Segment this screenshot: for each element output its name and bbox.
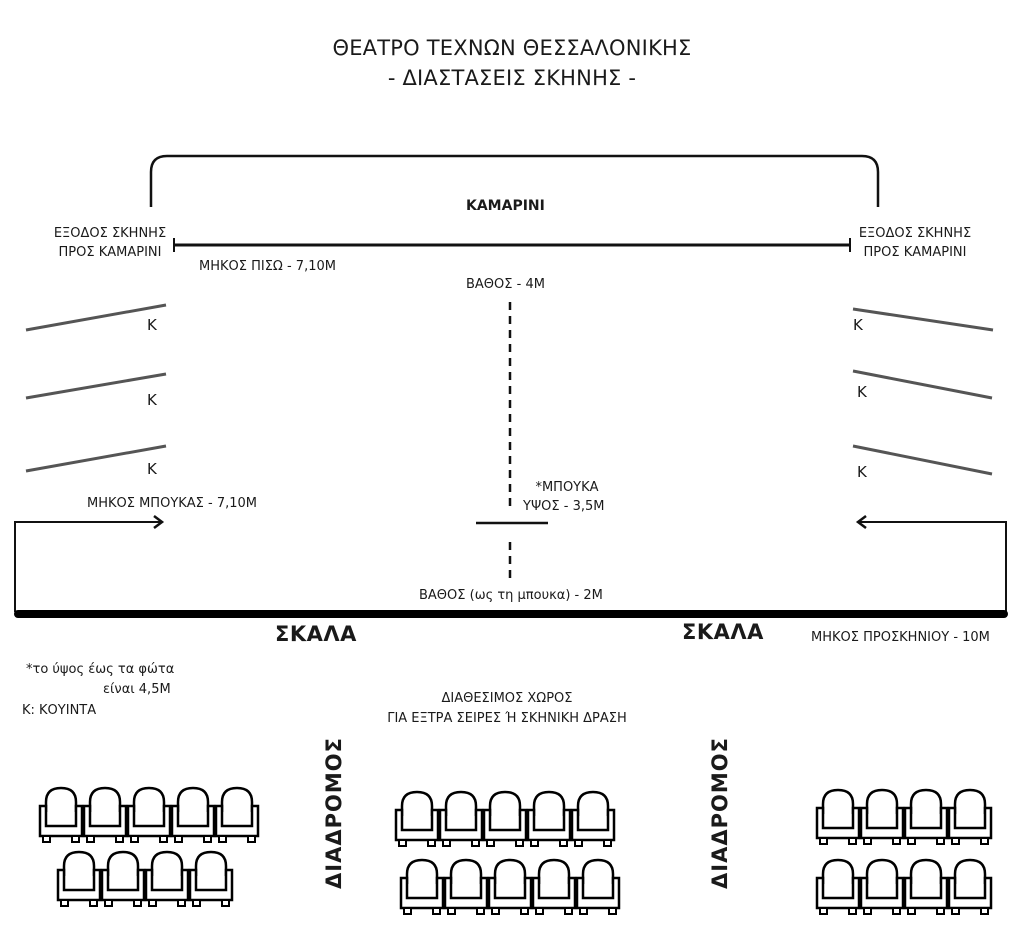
stairs-right-label: ΣΚΑΛΑ [682, 620, 764, 644]
seat-icon [443, 858, 489, 915]
lights-height-note-line-2: είναι 4,5Μ [103, 682, 171, 697]
wing-right-3 [852, 444, 993, 476]
wing-marker-left-2: Κ [147, 391, 157, 409]
aisle-right-label: ΔΙΑΔΡΟΜΟΣ [708, 737, 732, 889]
arch-length-label: ΜΗΚΟΣ ΜΠΟΥΚΑΣ - 7,10Μ [87, 496, 258, 511]
wings-right [852, 307, 994, 476]
legend-wings: Κ: ΚΟΥΙΝΤΑ [22, 703, 97, 718]
seat-icon [903, 858, 949, 915]
seat-icon [487, 858, 533, 915]
stairs-left-label: ΣΚΑΛΑ [275, 622, 357, 646]
wings-left [25, 303, 167, 473]
backstage-label: ΚΑΜΑΡΙΝΙ [466, 198, 545, 214]
title-line-2: - ΔΙΑΣΤΑΣΕΙΣ ΣΚΗΝΗΣ - [387, 66, 637, 90]
seat-icon [82, 786, 128, 843]
seat-icon [56, 850, 102, 907]
seat-icon [903, 788, 949, 845]
seat-icon [126, 786, 172, 843]
seat-icon [815, 788, 861, 845]
seat-icon [859, 858, 905, 915]
seat-icon [526, 790, 572, 847]
seat-icon [100, 850, 146, 907]
seat-icon [214, 786, 260, 843]
wing-marker-left-1: Κ [147, 316, 157, 334]
forestage-length-label: ΜΗΚΟΣ ΠΡΟΣΚΗΝΙΟΥ - 10Μ [811, 630, 990, 645]
seat-icon [947, 788, 993, 845]
seat-icon [188, 850, 234, 907]
seating-area [38, 786, 993, 915]
seat-icon [947, 858, 993, 915]
arch-height-label: ΥΨΟΣ - 3,5Μ [523, 499, 605, 514]
depth-label: ΒΑΘΟΣ - 4Μ [466, 277, 545, 292]
arrow-right-icon [153, 515, 165, 529]
free-space-line-1: ΔΙΑΘΕΣΙΜΟΣ ΧΩΡΟΣ [441, 691, 573, 706]
wing-marker-right-3: Κ [857, 463, 867, 481]
backstage-outline [149, 154, 880, 207]
arch-note-label: *ΜΠΟΥΚΑ [535, 480, 599, 495]
seat-icon [144, 850, 190, 907]
wing-right-1 [852, 307, 994, 332]
seat-icon [570, 790, 616, 847]
wing-left-2 [25, 372, 167, 400]
depth-to-arch-label: ΒΑΘΟΣ (ως τη μπουκα) - 2Μ [419, 588, 603, 603]
seat-icon [531, 858, 577, 915]
exit-left-line-1: ΕΞΟΔΟΣ ΣΚΗΝΗΣ [53, 226, 167, 241]
lights-height-note-line-1: *το ύψος έως τα φώτα [26, 662, 175, 677]
seat-icon [399, 858, 445, 915]
exit-right-line-2: ΠΡΟΣ ΚΑΜΑΡΙΝΙ [863, 245, 967, 260]
seat-icon [859, 788, 905, 845]
exit-right-line-1: ΕΞΟΔΟΣ ΣΚΗΝΗΣ [858, 226, 972, 241]
back-length-label: ΜΗΚΟΣ ΠΙΣΩ - 7,10Μ [199, 259, 336, 274]
exit-left-line-2: ΠΡΟΣ ΚΑΜΑΡΙΝΙ [58, 245, 162, 260]
wing-marker-right-1: Κ [853, 316, 863, 334]
wing-marker-right-2: Κ [857, 383, 867, 401]
seat-icon [575, 858, 621, 915]
arrow-left-icon [855, 515, 867, 529]
arch-bracket-left [14, 521, 160, 612]
seat-icon [394, 790, 440, 847]
free-space-line-2: ΓΙΑ ΕΞΤΡΑ ΣΕΙΡΕΣ Ή ΣΚΗΝΙΚΗ ΔΡΑΣΗ [387, 711, 627, 726]
wing-right-2 [852, 369, 993, 400]
arch-bracket-right [860, 521, 1007, 612]
wing-left-3 [25, 444, 167, 473]
wing-marker-left-3: Κ [147, 460, 157, 478]
seat-icon [815, 858, 861, 915]
seat-icon [38, 786, 84, 843]
title-line-1: ΘΕΑΤΡΟ ΤΕΧΝΩΝ ΘΕΣΣΑΛΟΝΙΚΗΣ [332, 36, 692, 60]
seat-icon [482, 790, 528, 847]
seat-icon [170, 786, 216, 843]
seat-icon [438, 790, 484, 847]
aisle-left-label: ΔΙΑΔΡΟΜΟΣ [322, 737, 346, 889]
wing-left-1 [25, 303, 167, 332]
